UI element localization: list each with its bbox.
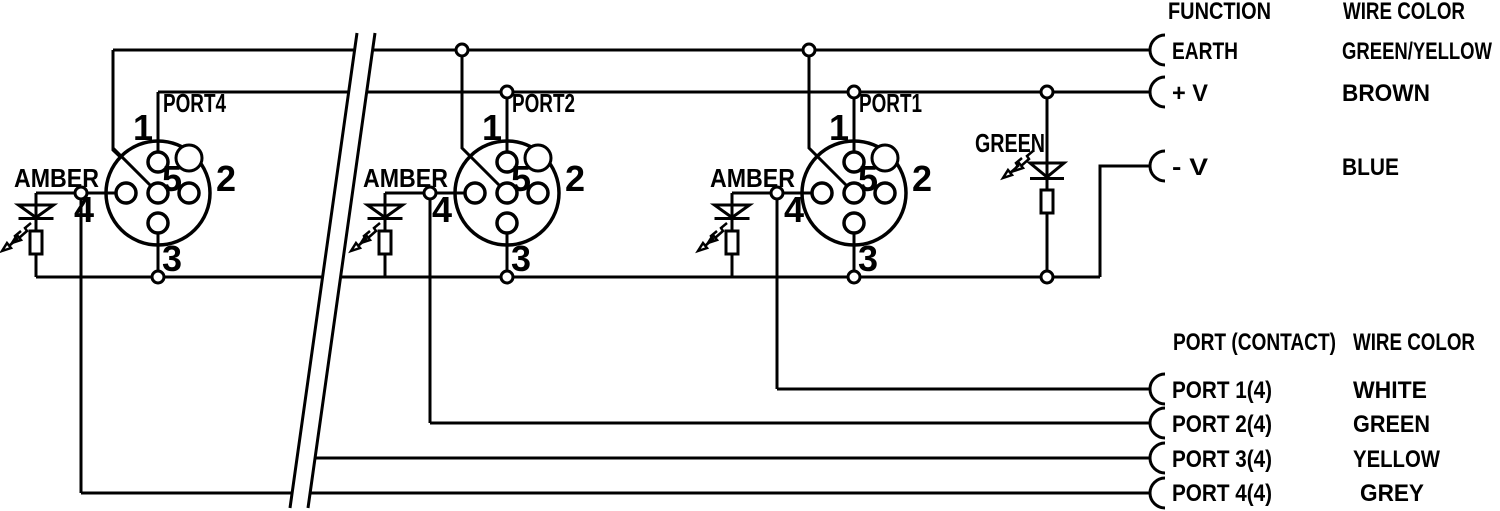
pin-label-5: 5	[858, 158, 878, 199]
port4-contact: PORT 4(4)	[1172, 480, 1272, 507]
port2-contact: PORT 2(4)	[1172, 411, 1272, 438]
terminal-arc-port3	[1148, 441, 1166, 475]
port4-wire-color: GREY	[1360, 480, 1424, 507]
pin-label-2: 2	[912, 158, 932, 199]
resistor-icon	[28, 229, 44, 256]
port2-wire-color: GREEN	[1353, 411, 1430, 438]
function-header: FUNCTION	[1168, 0, 1271, 25]
port4-label: PORT4	[163, 88, 226, 118]
resistor-icon	[377, 229, 393, 256]
pin-label-3: 3	[858, 238, 878, 279]
port1-label: PORT1	[859, 88, 922, 118]
wire-color-header: WIRE COLOR	[1353, 329, 1475, 356]
function-earth: EARTH	[1172, 38, 1238, 65]
amber-led-icon	[362, 203, 408, 220]
pin-label-3: 3	[162, 238, 182, 279]
terminal-arc-port2	[1148, 406, 1166, 440]
resistor-icon	[724, 229, 740, 256]
wire-color-header: WIRE COLOR	[1343, 0, 1465, 25]
terminal-arc-earth	[1148, 33, 1166, 67]
pin-label-1: 1	[482, 107, 502, 148]
minus-v-wire	[1098, 164, 1150, 277]
earth-wire	[111, 48, 1150, 195]
pin-label-3: 3	[511, 238, 531, 279]
port2-label: PORT2	[512, 88, 575, 118]
function-plus-v: + V	[1172, 80, 1208, 107]
pin-label-5: 5	[162, 158, 182, 199]
green-led-label: GREEN	[975, 128, 1045, 158]
wire-terminals	[1148, 33, 1166, 510]
resistor-icon	[1039, 188, 1055, 215]
port-contact-header: PORT (CONTACT)	[1173, 329, 1336, 356]
amber-led-icon	[709, 203, 755, 220]
port1-contact: PORT 1(4)	[1172, 377, 1272, 404]
terminal-arc-port4	[1148, 476, 1166, 510]
connector-port4: PORT4 AMBER 1 2 3 4 5	[0, 50, 236, 493]
green-led-icon	[1025, 161, 1069, 179]
wire-color-earth: GREEN/YELLOW	[1342, 38, 1492, 65]
pin-label-2: 2	[216, 158, 236, 199]
terminal-arc-plus-v	[1148, 75, 1166, 109]
wire-color-plus-v: BROWN	[1342, 80, 1430, 107]
port-contact-table: PORT (CONTACT) WIRE COLOR PORT 1(4) WHIT…	[1172, 329, 1475, 507]
pin-label-1: 1	[133, 107, 153, 148]
terminal-arc-port1	[1148, 372, 1166, 406]
wire-color-minus-v: BLUE	[1342, 154, 1399, 181]
port1-wire-color: WHITE	[1353, 377, 1427, 404]
connector-port2: PORT2 AMBER 1 2 3 4 5	[349, 50, 585, 423]
terminal-arc-minus-v	[1148, 149, 1166, 183]
port3-wire-color: YELLOW	[1353, 446, 1440, 473]
amber-led-icon	[13, 203, 59, 220]
pin-label-5: 5	[511, 158, 531, 199]
green-power-led: GREEN	[975, 92, 1069, 277]
port3-contact: PORT 3(4)	[1172, 446, 1272, 473]
pin-label-1: 1	[829, 107, 849, 148]
pin-label-2: 2	[565, 158, 585, 199]
cable-break	[288, 32, 377, 509]
function-minus-v: - V	[1172, 154, 1208, 181]
function-table: FUNCTION WIRE COLOR EARTH GREEN/YELLOW +…	[1168, 0, 1492, 181]
pin-label-4: 4	[432, 189, 452, 230]
pin-label-4: 4	[784, 189, 804, 230]
connector-port1: PORT1 AMBER 1 2 3 4 5	[696, 50, 932, 389]
